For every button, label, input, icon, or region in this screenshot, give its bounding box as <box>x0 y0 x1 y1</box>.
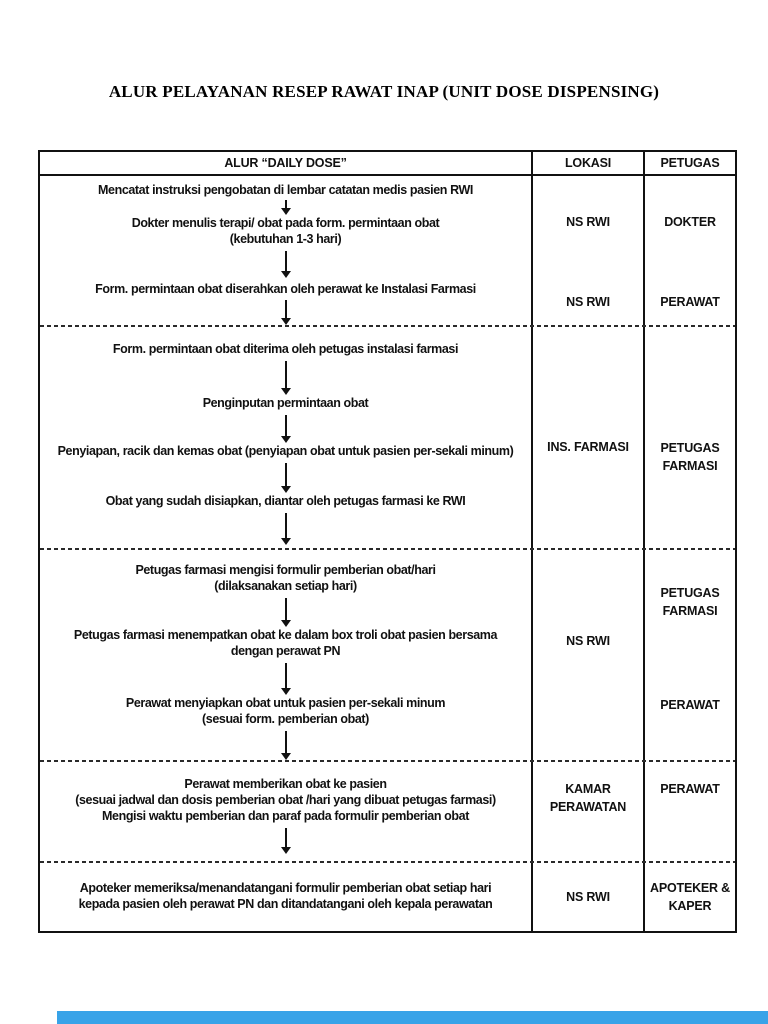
flow-arrow-down-icon <box>284 415 287 436</box>
flow-step: Petugas farmasi mengisi formulir pemberi… <box>135 563 436 577</box>
flow-step: Form. permintaan obat diterima oleh petu… <box>112 342 459 356</box>
flow-step: Mencatat instruksi pengobatan di lembar … <box>98 183 473 197</box>
petugas-value: KAPER <box>668 899 712 913</box>
flow-step: Apoteker memeriksa/menandatangani formul… <box>79 881 492 895</box>
flow-step: Perawat menyiapkan obat untuk pasien per… <box>125 696 446 711</box>
flow-arrow-down-icon <box>284 731 287 753</box>
lokasi-value: KAMAR <box>565 782 611 796</box>
flow-step: kepada pasien oleh perawat PN dan ditand… <box>78 897 493 911</box>
flow-arrow-down-icon <box>284 662 287 689</box>
petugas-value: DOKTER <box>664 215 716 229</box>
flow-arrow-down-icon <box>284 200 287 208</box>
flow-step: Dokter menulis terapi/ obat pada form. p… <box>131 215 440 230</box>
flow-step: (sesuai form. pemberian obat) <box>202 712 369 727</box>
flow-step: Penginputan permintaan obat <box>202 396 369 410</box>
petugas-value: PERAWAT <box>660 698 720 712</box>
petugas-cell: PETUGAS FARMASI PERAWAT <box>645 548 735 760</box>
flow-section-2: Form. permintaan obat diterima oleh petu… <box>40 325 531 548</box>
flow-step: (dilaksanakan setiap hari) <box>214 579 357 593</box>
petugas-value: FARMASI <box>662 604 718 618</box>
petugas-cell: APOTEKER & KAPER <box>645 861 735 933</box>
flow-arrow-down-icon <box>284 361 287 388</box>
lokasi-value: NS RWI <box>566 634 610 648</box>
section-divider-dashed <box>40 760 735 762</box>
flow-arrow-down-icon <box>284 598 287 620</box>
petugas-value: APOTEKER & <box>650 881 730 895</box>
flow-step: (sesuai jadwal dan dosis pemberian obat … <box>75 793 496 807</box>
flow-step: Perawat memberikan obat ke pasien <box>184 777 387 791</box>
flow-step: Mengisi waktu pemberian dan paraf pada f… <box>102 809 469 823</box>
section-divider-dashed <box>40 548 735 550</box>
flow-section-4: Perawat memberikan obat ke pasien (sesua… <box>40 760 531 861</box>
column-divider <box>643 152 645 931</box>
section-divider-dashed <box>40 325 735 327</box>
column-header-petugas: PETUGAS <box>660 156 720 170</box>
petugas-value: PERAWAT <box>660 782 720 796</box>
lokasi-cell: NS RWI NS RWI <box>533 174 643 325</box>
column-header-lokasi: LOKASI <box>564 156 612 170</box>
flow-section-3: Petugas farmasi mengisi formulir pemberi… <box>40 548 531 760</box>
lokasi-cell: NS RWI <box>533 861 643 933</box>
flow-step: Obat yang sudah disiapkan, diantar oleh … <box>105 494 466 508</box>
section-divider-dashed <box>40 861 735 863</box>
flow-arrow-down-icon <box>284 828 287 847</box>
flow-table: ALUR “DAILY DOSE” LOKASI PETUGAS Mencata… <box>38 150 737 933</box>
petugas-cell: PERAWAT <box>645 760 735 861</box>
petugas-value: PETUGAS <box>660 441 720 455</box>
flow-step: Penyiapan, racik dan kemas obat (penyiap… <box>57 444 514 458</box>
header-underline <box>40 174 735 176</box>
petugas-value: FARMASI <box>662 459 718 473</box>
lokasi-value: NS RWI <box>566 890 610 904</box>
lokasi-value: NS RWI <box>566 295 610 309</box>
flow-section-1: Mencatat instruksi pengobatan di lembar … <box>40 174 531 325</box>
column-divider <box>531 152 533 931</box>
lokasi-value: PERAWATAN <box>549 800 627 814</box>
petugas-cell: DOKTER PERAWAT <box>645 174 735 325</box>
flow-step: dengan perawat PN <box>230 643 341 658</box>
lokasi-cell: INS. FARMASI <box>533 325 643 548</box>
lokasi-cell: KAMAR PERAWATAN <box>533 760 643 861</box>
flow-step: Petugas farmasi menempatkan obat ke dala… <box>73 627 498 642</box>
lokasi-value: NS RWI <box>566 215 610 229</box>
flow-step: Form. permintaan obat diserahkan oleh pe… <box>95 282 476 297</box>
flow-arrow-down-icon <box>284 300 287 318</box>
flow-arrow-down-icon <box>284 513 287 538</box>
petugas-value: PETUGAS <box>660 586 720 600</box>
column-header-alur: ALUR “DAILY DOSE” <box>224 156 347 170</box>
page-title: ALUR PELAYANAN RESEP RAWAT INAP (UNIT DO… <box>108 82 660 101</box>
lokasi-value: INS. FARMASI <box>547 440 629 454</box>
viewer-progress-bar <box>57 1011 768 1024</box>
flow-step: (kebutuhan 1-3 hari) <box>229 231 342 246</box>
lokasi-cell: NS RWI <box>533 548 643 760</box>
petugas-cell: PETUGAS FARMASI <box>645 325 735 548</box>
flow-arrow-down-icon <box>284 250 287 272</box>
petugas-value: PERAWAT <box>660 295 720 309</box>
flow-section-5: Apoteker memeriksa/menandatangani formul… <box>40 861 531 933</box>
flow-arrow-down-icon <box>284 463 287 486</box>
